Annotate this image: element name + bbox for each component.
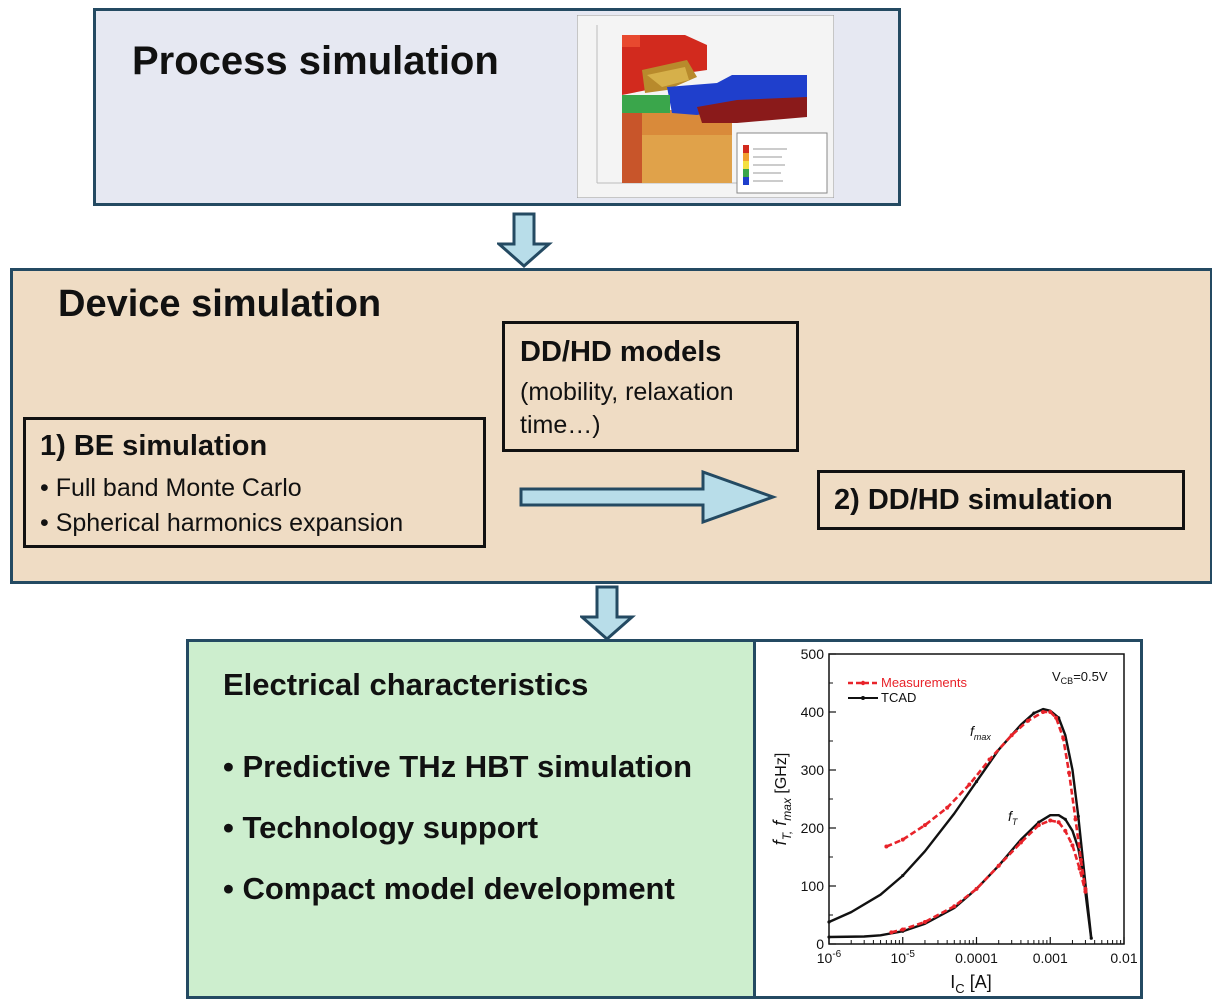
measurement-point <box>1063 828 1068 833</box>
measurement-point <box>900 927 905 932</box>
legend-marker-tcad <box>861 696 865 700</box>
arrow-down-icon <box>497 212 553 268</box>
legend-label-measurements: Measurements <box>881 675 967 690</box>
legend-label-tcad: TCAD <box>881 690 916 705</box>
measurement-point <box>1018 840 1023 845</box>
measurement-point <box>1067 770 1072 775</box>
ft-curve-label: fT <box>1008 808 1019 827</box>
measurement-point <box>945 805 950 810</box>
x-tick-label: 0.0001 <box>955 950 998 966</box>
measurement-line-fmax <box>885 710 1087 890</box>
y-tick-label: 200 <box>801 820 825 836</box>
electrical-bullet: • Predictive THz HBT simulation <box>223 749 693 784</box>
measurement-point <box>1056 820 1061 825</box>
measurement-point <box>974 886 979 891</box>
x-tick-label: 0.01 <box>1110 950 1137 966</box>
measurement-point <box>1083 889 1088 894</box>
x-axis-label: IC [A] <box>950 972 991 996</box>
be-bullet: • Spherical harmonics expansion <box>40 509 404 537</box>
measurement-point <box>1048 818 1053 823</box>
device-title: Device simulation <box>58 283 382 325</box>
tcad-point <box>1063 817 1067 821</box>
measurement-point <box>1036 823 1041 828</box>
arrow-right-icon <box>519 469 778 525</box>
y-tick-label: 400 <box>801 704 825 720</box>
y-axis-label: fT, fmax [GHz] <box>770 753 794 846</box>
measurement-line-fT <box>890 819 1087 934</box>
x-tick-label: 10-6 <box>817 949 842 966</box>
electrical-characteristics-box: Electrical characteristics • Predictive … <box>186 639 756 999</box>
measurement-point <box>1078 857 1083 862</box>
measurement-point <box>1041 710 1046 714</box>
measurement-point <box>900 837 905 842</box>
x-tick-label: 10-5 <box>891 949 916 966</box>
tcad-point <box>1032 711 1036 715</box>
tcad-point <box>827 920 831 924</box>
electrical-bullet: • Technology support <box>223 810 539 845</box>
measurement-point <box>1070 843 1075 848</box>
measurement-point <box>889 930 894 935</box>
tcad-point <box>827 935 831 939</box>
tcad-point <box>974 780 979 784</box>
measurement-point <box>884 844 889 849</box>
measurement-point <box>967 782 972 787</box>
measurement-point <box>1048 710 1053 714</box>
y-tick-label: 0 <box>816 936 824 952</box>
arrow-down-icon <box>580 585 636 641</box>
vcb-annotation: VCB=0.5V <box>1052 669 1108 686</box>
ddhd-models-box: DD/HD models (mobility, relaxation time…… <box>502 321 799 452</box>
electrical-bullet: • Compact model development <box>223 871 675 906</box>
device-simulation-box: Device simulation 1) BE simulation • Ful… <box>10 268 1212 584</box>
process-simulation-box: Process simulation <box>93 8 901 206</box>
measurement-point <box>952 904 957 909</box>
ddhd-simulation-box: 2) DD/HD simulation <box>817 470 1185 530</box>
x-tick-label: 0.001 <box>1033 950 1068 966</box>
measurement-point <box>922 919 927 924</box>
measurement-point <box>1009 733 1014 738</box>
electrical-title: Electrical characteristics <box>223 667 589 702</box>
models-detail: (mobility, relaxation time…) <box>520 378 734 439</box>
measurement-point <box>1026 718 1031 723</box>
legend-marker-measurements <box>860 680 866 686</box>
measurement-point <box>987 757 992 762</box>
measurement-point <box>1073 817 1078 822</box>
be-bullet: • Full band Monte Carlo <box>40 474 302 502</box>
process-title: Process simulation <box>132 39 499 83</box>
tcad-point <box>901 873 905 878</box>
ft-fmax-chart: 10-6 10-5 0.0001 0.001 0.01 0 100 200 300 400 500… <box>770 646 1138 996</box>
process-simulation-image <box>577 15 834 198</box>
measurement-point <box>1061 736 1066 741</box>
measurement-point <box>1054 715 1059 720</box>
tcad-point <box>1037 820 1041 824</box>
y-tick-label: 500 <box>801 646 825 662</box>
tcad-point <box>1076 814 1080 818</box>
y-tick-label: 100 <box>801 878 825 894</box>
measurement-point <box>1077 866 1082 871</box>
tcad-line-fT <box>828 813 1093 940</box>
ddhd-title: 2) DD/HD simulation <box>834 484 1113 516</box>
ft-fmax-chart-box: 10-6 10-5 0.0001 0.001 0.01 0 100 200 300 400 500… <box>753 639 1143 999</box>
measurement-point <box>922 823 927 828</box>
fmax-curve-label: fmax <box>970 723 991 742</box>
be-title: 1) BE simulation <box>40 430 268 462</box>
y-tick-label: 300 <box>801 762 825 778</box>
be-simulation-box: 1) BE simulation • Full band Monte Carlo… <box>23 417 486 548</box>
measurement-point <box>996 863 1001 868</box>
models-title: DD/HD models <box>520 336 722 368</box>
